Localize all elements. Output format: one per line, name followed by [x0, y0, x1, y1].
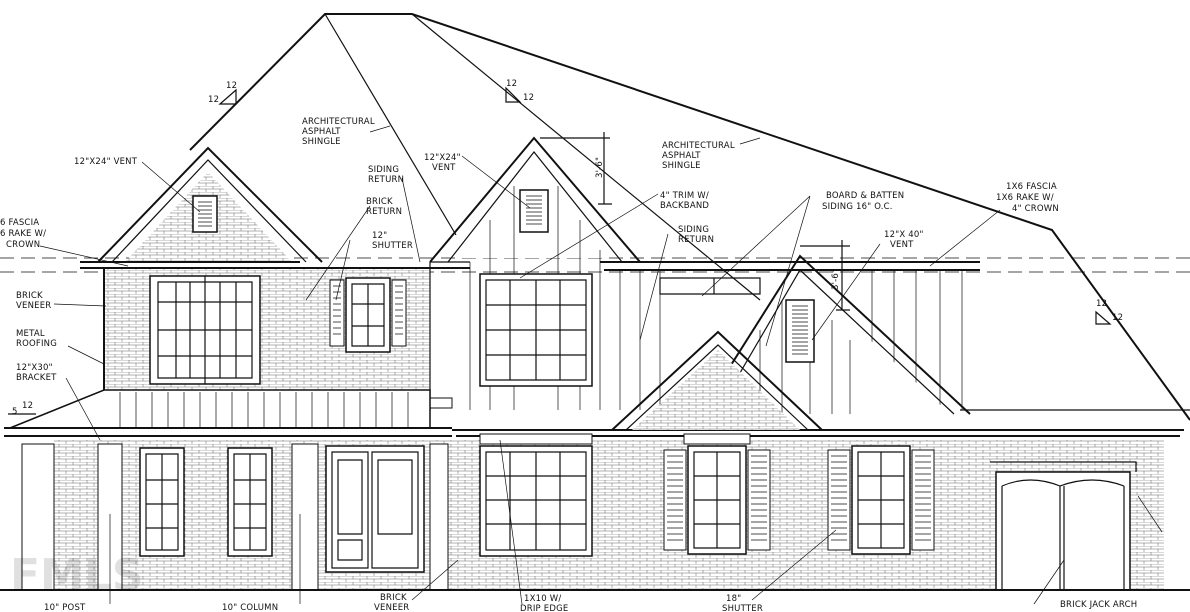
fascia-left-label-3: CROWN [6, 240, 40, 250]
metal-roofing-label-1: METAL [16, 329, 45, 339]
vent-center-label-2: VENT [432, 163, 456, 173]
brick-veneer-left-label-1: BRICK [16, 291, 43, 301]
vent-left-label: 12"X24" VENT [74, 157, 138, 167]
pitch-label-8: 12 [22, 401, 33, 411]
roof-right-label-2: ASPHALT [662, 151, 701, 161]
siding-return-2-label-1: SIDING [678, 225, 709, 235]
shutter-18-label-1: 18" [726, 594, 741, 604]
drip-edge-label-1: 1X10 W/ [524, 594, 561, 604]
left-gable [97, 146, 323, 263]
bracket-label-2: BRACKET [16, 373, 57, 383]
fascia-left-label-1: 6 FASCIA [0, 218, 39, 228]
pitch-label-7: 5 [12, 407, 18, 417]
board-batten-section [600, 261, 980, 410]
metal-roofing-label-2: ROOFING [16, 339, 57, 349]
center-gable [429, 136, 641, 410]
post-label: 10" POST [44, 603, 86, 612]
porch-roof [4, 389, 452, 437]
roof-left-label-2: ASPHALT [302, 127, 341, 137]
drip-edge-label-2: DRIP EDGE [520, 604, 568, 612]
siding-return-2-label-2: RETURN [678, 235, 714, 245]
board-batten-label-2: SIDING 16" O.C. [822, 202, 893, 212]
siding-return-1-label-2: RETURN [368, 175, 404, 185]
roof-right-label-3: SHINGLE [662, 161, 701, 171]
pitch-label-3: 12 [506, 79, 517, 89]
pitch-label-6: 12 [1112, 313, 1123, 323]
callouts: ARCHITECTURAL ASPHALT SHINGLE ARCHITECTU… [0, 117, 1137, 612]
main-roof [189, 13, 1190, 421]
brick-jack-arch-label: BRICK JACK ARCH [1060, 600, 1137, 610]
brick-veneer-bottom-label-2: VENEER [374, 603, 409, 612]
leader-lines [39, 125, 1163, 605]
watermark-logo: FMLS [10, 550, 144, 601]
pitch-label-4: 12 [523, 93, 534, 103]
roof-left-label-1: ARCHITECTURAL [302, 117, 375, 127]
brick-veneer-bottom-label-1: BRICK [380, 593, 407, 603]
column-label: 10" COLUMN [222, 603, 278, 612]
roof-right-label-1: ARCHITECTURAL [662, 141, 735, 151]
bracket-label-1: 12"X30" [16, 363, 53, 373]
shutter-12-label-1: 12" [372, 231, 387, 241]
fascia-right-label-1: 1X6 FASCIA [1006, 182, 1057, 192]
dimension-marks [540, 132, 850, 311]
brick-return-label-1: BRICK [366, 197, 393, 207]
brick-return-label-2: RETURN [366, 207, 402, 217]
pitch-label-5: 12 [1096, 299, 1107, 309]
siding-return-1-label-1: SIDING [368, 165, 399, 175]
vent-center-label-1: 12"X24" [424, 153, 461, 163]
dimension-label-2: 3'-6" [831, 269, 841, 290]
trim-label-1: 4" TRIM W/ [660, 191, 709, 201]
lower-wall [0, 330, 1190, 591]
right-upper-gable [699, 254, 971, 415]
vent-right-label-1: 12"X 40" [884, 230, 924, 240]
vent-right-label-2: VENT [890, 240, 914, 250]
fascia-right-label-2: 1X6 RAKE W/ [996, 193, 1054, 203]
fascia-left-label-2: 6 RAKE W/ [0, 229, 46, 239]
pitch-label-2: 12 [208, 95, 219, 105]
board-batten-label-1: BOARD & BATTEN [826, 191, 904, 201]
shutter-18-label-2: SHUTTER [722, 604, 763, 612]
left-upper-wall [80, 261, 470, 396]
brick-veneer-left-label-2: VENEER [16, 301, 51, 311]
dimension-label-1: 3'-6" [595, 157, 605, 178]
shutter-12-label-2: SHUTTER [372, 241, 413, 251]
fascia-right-label-3: 4" CROWN [1012, 204, 1059, 214]
trim-label-2: BACKBAND [660, 201, 709, 211]
roof-left-label-3: SHINGLE [302, 137, 341, 147]
pitch-symbols: 12 12 12 12 12 12 5 12 [8, 79, 1123, 417]
pitch-label-1: 12 [226, 81, 237, 91]
